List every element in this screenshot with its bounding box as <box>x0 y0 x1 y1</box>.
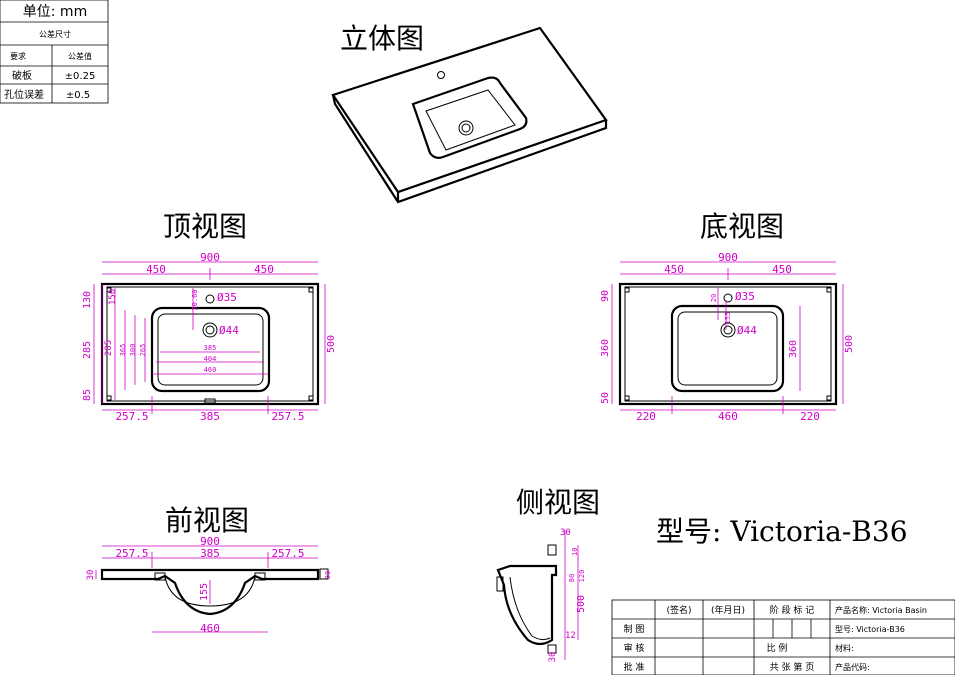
bottom-dim-d3: 50 <box>600 392 611 404</box>
front-dim-right: 257.5 <box>271 547 304 560</box>
top-dim-inner3: 365 <box>119 344 127 357</box>
front-dim-left: 257.5 <box>115 547 148 560</box>
front-view-drawing <box>100 568 329 616</box>
side-view-dimensions: 30 10 80 120 500 12 30 <box>548 528 587 662</box>
bottom-dim-hole2: Ø44 <box>737 324 757 337</box>
iso-view-drawing <box>331 26 608 204</box>
side-dim-a: 30 <box>560 528 571 538</box>
top-dim-width: 900 <box>200 251 220 264</box>
bottom-dim-hole1: Ø35 <box>735 290 755 303</box>
tb-stage-header: 阶 段 标 记 <box>770 604 815 616</box>
top-dim-inner2: 285 <box>104 340 114 356</box>
tb-material: 材料: <box>835 643 854 653</box>
tb-product-code: 产品代码: <box>835 662 870 672</box>
bottom-dim-d4: 500 <box>844 335 855 353</box>
top-dim-hole2: Ø44 <box>219 324 239 337</box>
top-dim-br: 257.5 <box>271 410 304 423</box>
side-view-drawing <box>496 544 558 654</box>
front-dim-h2: 30 <box>324 571 332 579</box>
side-dim-b: 10 <box>571 548 579 556</box>
bottom-dim-bl: 220 <box>636 410 656 423</box>
top-dim-d3: 85 <box>82 389 93 401</box>
table-row-2-value: ±0.5 <box>66 90 90 101</box>
top-dim-small1: 20.60 <box>191 289 199 310</box>
front-dim-h: 30 <box>86 570 96 581</box>
top-view-dimensions: 900 450 450 130 285 85 500 150 285 365 3… <box>82 251 337 423</box>
bottom-dim-d1: 90 <box>600 290 611 302</box>
tb-drawn-label: 制 图 <box>624 623 645 635</box>
bottom-dim-right: 450 <box>772 263 792 276</box>
bottom-dim-bc: 460 <box>718 410 738 423</box>
model-label: 型号: Victoria-B36 <box>656 515 908 548</box>
front-dim-depth: 155 <box>199 583 210 601</box>
front-dim-center: 385 <box>200 547 220 560</box>
top-dim-b2: 404 <box>204 355 217 363</box>
top-dim-b3: 460 <box>204 366 217 374</box>
bottom-dim-width: 900 <box>718 251 738 264</box>
table-subtitle: 公差尺寸 <box>39 29 71 39</box>
top-dim-hole1: Ø35 <box>217 291 237 304</box>
unit-label: 单位: mm <box>23 4 87 20</box>
top-dim-d2: 285 <box>82 341 93 359</box>
front-dim-width: 900 <box>200 535 220 548</box>
bottom-view-title: 底视图 <box>700 210 784 243</box>
table-row-1-label: 破板 <box>12 69 32 82</box>
side-view-title: 侧视图 <box>516 486 600 519</box>
side-dim-e: 500 <box>576 595 587 613</box>
tb-approve-label: 批 准 <box>624 661 645 673</box>
tb-review-label: 审 核 <box>624 642 645 654</box>
top-dim-inner5: 265 <box>139 344 147 357</box>
table-header-2: 公差值 <box>68 51 92 61</box>
bottom-dim-d5: 360 <box>788 340 799 358</box>
tolerance-table: 单位: mm 公差尺寸 要求 公差值 破板 ±0.25 孔位误差 ±0.5 <box>0 0 109 104</box>
title-block: (签名) (年月日) 阶 段 标 记 产品名称: Victoria Basin … <box>611 599 955 675</box>
top-dim-d4: 500 <box>326 335 337 353</box>
bottom-dim-br: 220 <box>800 410 820 423</box>
bottom-dim-s2: 155 <box>724 312 732 325</box>
front-dim-bw: 460 <box>200 622 220 635</box>
top-dim-left: 450 <box>146 263 166 276</box>
top-dim-inner4: 300 <box>129 344 137 357</box>
top-dim-b1: 385 <box>204 344 217 352</box>
top-dim-bl: 257.5 <box>115 410 148 423</box>
table-header-1: 要求 <box>10 51 26 61</box>
top-dim-inner1: 150 <box>108 289 118 305</box>
table-row-2-label: 孔位误差 <box>4 88 44 101</box>
bottom-dim-left: 450 <box>664 263 684 276</box>
side-dim-c: 80 <box>568 574 576 582</box>
top-view-title: 顶视图 <box>163 210 247 243</box>
side-dim-f: 12 <box>565 631 576 641</box>
tb-sheet-label: 共 张 第 页 <box>770 661 815 673</box>
iso-view-title: 立体图 <box>340 22 424 55</box>
bottom-view-drawing <box>618 282 838 406</box>
tb-scale-label: 比 例 <box>767 642 788 654</box>
top-dim-right: 450 <box>254 263 274 276</box>
bottom-dim-s1: 20 <box>710 294 718 302</box>
bottom-dim-d2: 360 <box>600 339 611 357</box>
tb-date-header: (年月日) <box>711 604 745 616</box>
side-dim-g: 30 <box>548 652 558 663</box>
front-view-dimensions: 900 257.5 385 257.5 30 30 155 460 <box>86 535 332 635</box>
front-view-title: 前视图 <box>165 504 249 537</box>
bottom-view-dimensions: 900 450 450 90 360 50 500 360 20 155 Ø35… <box>600 251 855 423</box>
top-dim-bc: 385 <box>200 410 220 423</box>
tb-sign-header: (签名) <box>666 604 691 616</box>
side-dim-d: 120 <box>578 570 586 583</box>
top-dim-d1: 130 <box>82 291 93 309</box>
tb-product-name: 产品名称: Victoria Basin <box>835 605 927 615</box>
table-row-1-value: ±0.25 <box>65 71 96 82</box>
tb-model: 型号: Victoria-B36 <box>835 625 905 634</box>
